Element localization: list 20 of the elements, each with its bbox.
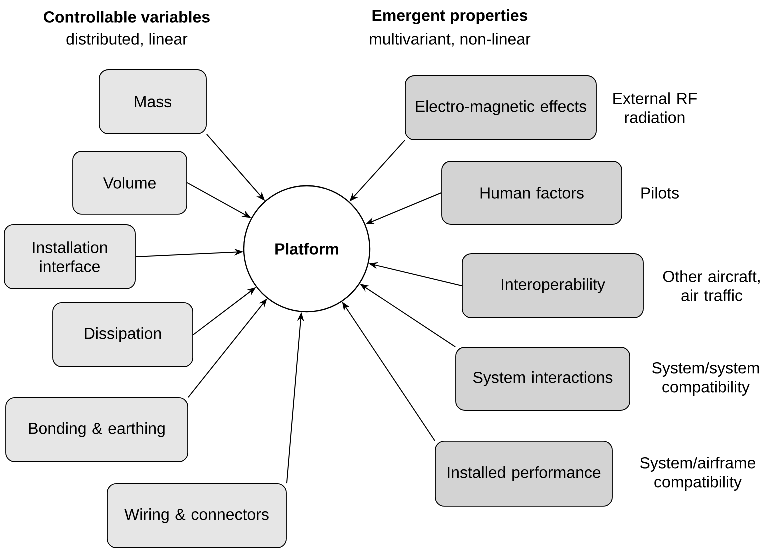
column-subheading: distributed, linear xyxy=(66,33,188,47)
variable-box: Mass xyxy=(99,70,207,134)
variable-box: Installed performance xyxy=(435,441,613,507)
variable-box: Volume xyxy=(72,151,188,215)
variable-box: System interactions xyxy=(456,347,630,411)
column-heading: Emergent properties xyxy=(372,10,528,24)
variable-box: Dissipation xyxy=(52,302,194,368)
column-subheading: multivariant, non-linear xyxy=(370,33,531,47)
beside-note: Pilots xyxy=(642,187,679,199)
variable-box: Wiring & connectors xyxy=(107,484,287,548)
variable-box: Electro-magnetic effects xyxy=(405,76,597,140)
column-heading: Controllable variables xyxy=(44,11,210,23)
variable-box: Bonding & earthing xyxy=(6,398,188,462)
beside-note: System/airframe compatibility xyxy=(640,457,756,491)
variable-box: Installation interface xyxy=(4,224,136,290)
beside-note: Other aircraft, air traffic xyxy=(663,270,760,302)
variable-box: Interoperability xyxy=(462,254,644,318)
beside-note: External RF radiation xyxy=(614,92,698,124)
beside-note: System/system compatibility xyxy=(652,362,760,396)
variable-box: Human factors xyxy=(442,161,622,225)
